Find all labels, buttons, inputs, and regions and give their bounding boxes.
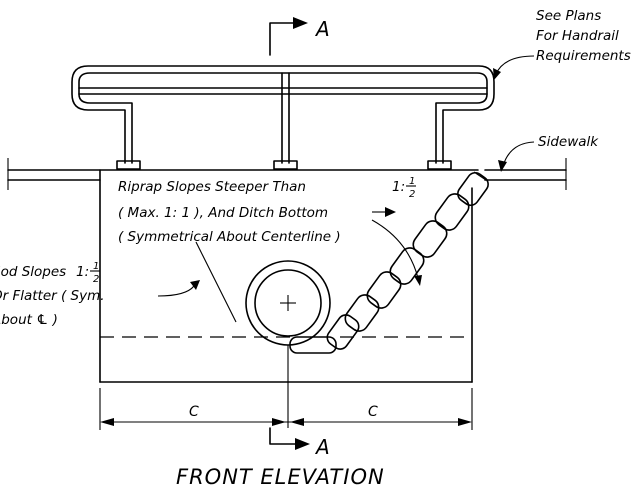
dimension-c: C C <box>99 388 473 430</box>
svg-text:See Plans: See Plans <box>536 8 601 24</box>
dim-label-right: C <box>368 404 378 420</box>
svg-text:2: 2 <box>93 274 99 285</box>
svg-text:Or Flatter ( Sym.: Or Flatter ( Sym. <box>0 288 105 304</box>
section-marker-bottom: A <box>269 427 330 459</box>
sidewalk <box>7 158 567 190</box>
svg-text:Requirements: Requirements <box>536 48 631 64</box>
riprap-note: Riprap Slopes Steeper Than 1: 1 2 ( Max.… <box>118 176 422 286</box>
svg-text:1:: 1: <box>392 179 405 195</box>
handrail-note: See Plans For Handrail Requirements <box>493 8 631 80</box>
ditch-section <box>99 169 473 383</box>
svg-text:Sidewalk: Sidewalk <box>538 134 599 150</box>
pipe <box>245 260 331 346</box>
section-marker-top: A <box>269 17 330 56</box>
handrail <box>71 65 495 170</box>
svg-text:1:: 1: <box>76 264 89 280</box>
svg-text:2: 2 <box>409 189 415 200</box>
svg-text:Riprap Slopes Steeper Than: Riprap Slopes Steeper Than <box>118 179 306 195</box>
svg-text:Sod Slopes: Sod Slopes <box>0 264 66 280</box>
svg-text:About ℄ ): About ℄ ) <box>0 312 58 328</box>
drawing-title: FRONT ELEVATION <box>176 465 385 489</box>
svg-text:1: 1 <box>93 261 99 272</box>
svg-text:( Symmetrical About Centerline: ( Symmetrical About Centerline ) <box>118 229 341 245</box>
section-label-bottom: A <box>314 435 330 459</box>
dim-label-left: C <box>189 404 199 420</box>
riprap <box>289 171 489 354</box>
sod-note: Sod Slopes 1: 1 2 Or Flatter ( Sym. Abou… <box>0 241 237 328</box>
svg-text:For Handrail: For Handrail <box>536 28 619 44</box>
section-label-top: A <box>314 17 330 41</box>
sidewalk-note: Sidewalk <box>498 134 599 172</box>
svg-text:1: 1 <box>409 176 415 187</box>
svg-text:( Max. 1: 1 ), And Ditch Botto: ( Max. 1: 1 ), And Ditch Bottom <box>118 205 328 221</box>
